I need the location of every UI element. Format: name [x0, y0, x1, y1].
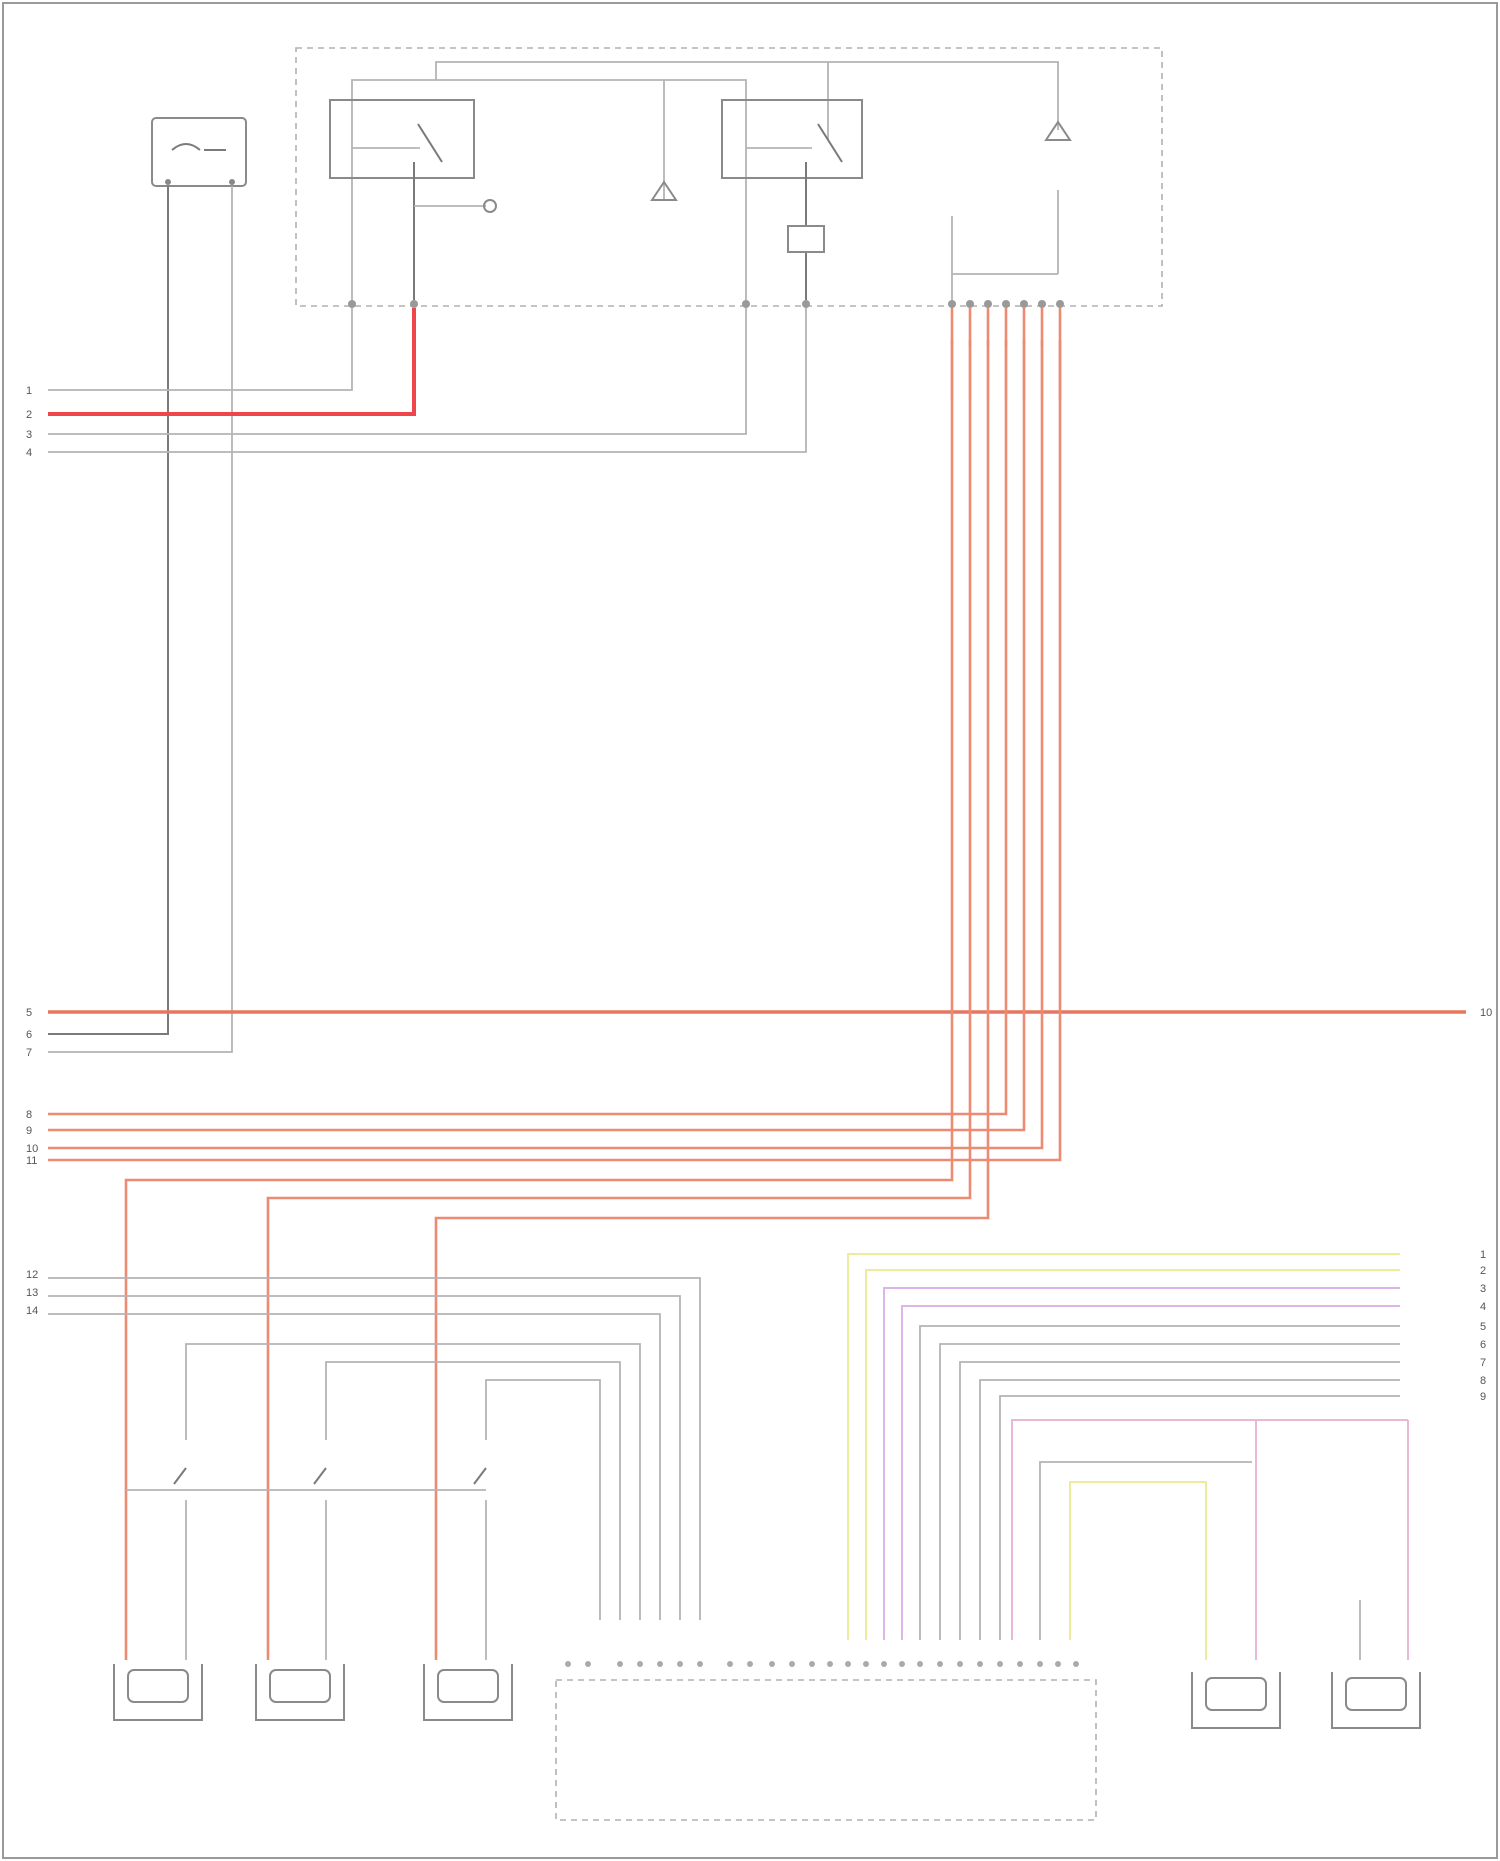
svg-text:10: 10	[1480, 1007, 1492, 1019]
relay-right	[722, 100, 862, 178]
sensor-top-left	[152, 118, 246, 186]
left-connector-labels: 1 2 3 4 5 6 7 8 9 10 11 12 13 14	[26, 385, 38, 1317]
ignition-coil-2	[1332, 1672, 1420, 1728]
injector-2	[256, 1664, 344, 1720]
svg-text:3: 3	[26, 429, 32, 441]
ecm-pin-row	[565, 1661, 1079, 1667]
svg-text:14: 14	[26, 1305, 38, 1317]
right-connector-labels: 1 2 3 4 5 6 7 8 9 10	[1480, 1007, 1492, 1403]
svg-text:5: 5	[26, 1007, 32, 1019]
svg-text:5: 5	[1480, 1321, 1486, 1333]
box-wire-tags	[942, 340, 1060, 400]
svg-text:9: 9	[1480, 1391, 1486, 1403]
injector-switches	[174, 1468, 486, 1484]
svg-text:8: 8	[1480, 1375, 1486, 1387]
wire-feed-1	[126, 308, 952, 1660]
wire-left-1	[48, 308, 352, 390]
svg-text:9: 9	[26, 1125, 32, 1137]
wire-feed-2	[268, 308, 970, 1660]
svg-text:4: 4	[26, 447, 32, 459]
wire-feed-5	[48, 308, 1024, 1130]
wire-sensor-a	[48, 186, 168, 1034]
wire-left-4	[48, 308, 806, 452]
svg-text:6: 6	[1480, 1339, 1486, 1351]
wire-feed-4	[48, 308, 1006, 1114]
svg-text:12: 12	[26, 1269, 38, 1281]
svg-text:8: 8	[26, 1109, 32, 1121]
svg-text:7: 7	[26, 1047, 32, 1059]
svg-text:2: 2	[26, 409, 32, 421]
ignition-coil-1	[1192, 1672, 1280, 1728]
engine-control-module	[556, 1680, 1096, 1820]
svg-text:2: 2	[1480, 1265, 1486, 1277]
wire-feed-7	[48, 308, 1060, 1160]
wire-feed-3	[436, 308, 988, 1660]
wire-sensor-b	[48, 186, 232, 1052]
power-distribution-box	[296, 48, 1162, 306]
svg-text:1: 1	[26, 385, 32, 397]
svg-text:10: 10	[26, 1143, 38, 1155]
svg-text:1: 1	[1480, 1249, 1486, 1261]
svg-text:11: 11	[26, 1155, 37, 1167]
svg-text:13: 13	[26, 1287, 38, 1299]
fuse-left	[414, 200, 496, 212]
injector-1	[114, 1664, 202, 1720]
svg-text:6: 6	[26, 1029, 32, 1041]
svg-text:7: 7	[1480, 1357, 1486, 1369]
wire-left-2-hot	[48, 308, 414, 414]
injector-3	[424, 1664, 512, 1720]
svg-text:4: 4	[1480, 1301, 1486, 1313]
diagram-frame	[3, 3, 1497, 1858]
svg-text:3: 3	[1480, 1283, 1486, 1295]
